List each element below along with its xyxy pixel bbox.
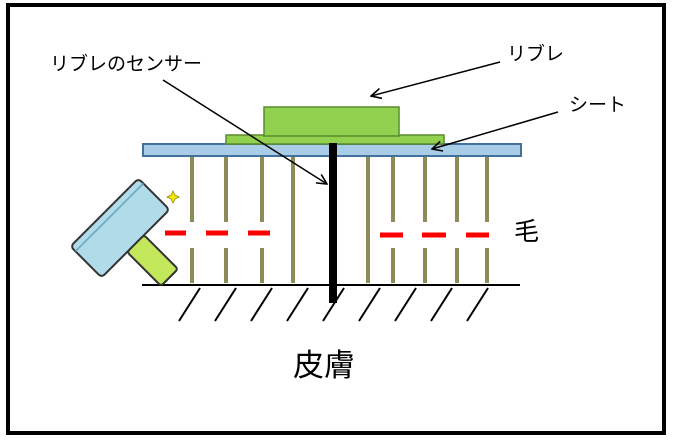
label-libre: リブレ bbox=[507, 42, 564, 65]
skin-hatching bbox=[178, 287, 489, 322]
arrow-sheet bbox=[432, 111, 559, 149]
cut-lines bbox=[165, 230, 489, 238]
label-sensor: リブレのセンサー bbox=[50, 52, 202, 75]
sensor-needle bbox=[329, 143, 337, 303]
arrow-libre bbox=[371, 61, 501, 96]
arrow-sensor bbox=[162, 79, 327, 184]
sparkle-icon bbox=[166, 190, 180, 204]
label-hair: 毛 bbox=[514, 217, 539, 246]
hair-strands bbox=[190, 157, 489, 283]
label-sheet: シート bbox=[569, 94, 626, 116]
label-skin: 皮膚 bbox=[293, 348, 355, 384]
razor-handle bbox=[127, 235, 178, 286]
razor-icon bbox=[71, 179, 178, 286]
pointer-arrows bbox=[162, 61, 559, 184]
libre-device bbox=[263, 106, 400, 137]
